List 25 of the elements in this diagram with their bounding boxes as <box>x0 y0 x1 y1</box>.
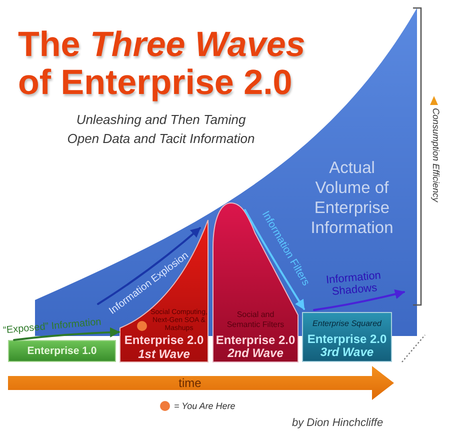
wave-label: 3rd Wave <box>320 346 375 359</box>
stage-label: Enterprise 1.0 <box>26 344 98 358</box>
stage-bar <box>8 340 116 362</box>
axis-label: Consumption Efficiency <box>430 108 441 202</box>
wave-note: Social and Semantic Filters <box>226 310 286 330</box>
time-label: time <box>178 376 202 390</box>
title: The Three Waves of Enterprise 2.0 <box>18 26 306 102</box>
wave-title: Enterprise 2.0 <box>306 333 388 346</box>
caption: by Dion Hinchcliffe <box>292 416 384 430</box>
subtitle: Unleashing and Then Taming Open Data and Tacit Information <box>66 111 256 148</box>
edge-label: Information Shadows <box>324 269 382 299</box>
wave-title: Enterprise 2.0 <box>123 333 205 347</box>
wave-note: Enterprise Squared <box>312 319 382 329</box>
wave-label: 2nd Wave <box>228 347 284 360</box>
arrow <box>97 227 201 305</box>
stage-box <box>302 312 392 362</box>
wave-label: 1st Wave <box>137 347 191 361</box>
arrow <box>313 289 405 311</box>
edge-label: “Exposed” Information <box>2 316 102 336</box>
legend-label: = You Are Here <box>174 400 236 412</box>
arrow <box>244 209 305 310</box>
time-arrow <box>8 366 394 400</box>
area-label: Actual Volume of Enterprise Information <box>310 158 394 238</box>
wave-title: Enterprise 2.0 <box>214 334 296 347</box>
arrow <box>13 327 120 341</box>
